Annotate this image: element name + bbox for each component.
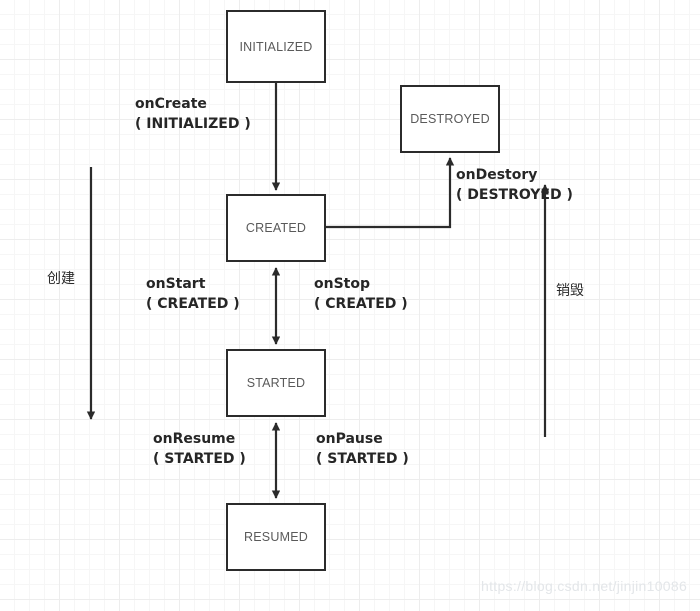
edge-label-on-pause-method: onPause (316, 431, 383, 447)
node-resumed-label: RESUMED (244, 530, 308, 544)
edge-label-on-pause: onPause ( STARTED ) (316, 430, 409, 470)
edge-label-on-stop: onStop ( CREATED ) (314, 275, 408, 315)
node-destroyed-label: DESTROYED (410, 112, 490, 126)
node-initialized-label: INITIALIZED (239, 39, 313, 54)
node-started-label: STARTED (246, 376, 306, 390)
edge-label-on-create-state: ( INITIALIZED ) (135, 115, 251, 132)
edge-label-on-resume: onResume ( STARTED ) (153, 430, 246, 470)
edge-label-on-start-method: onStart (146, 276, 206, 292)
node-destroyed[interactable]: DESTROYED (400, 85, 500, 153)
side-label-destroy: 销毁 (556, 283, 584, 299)
edge-created-to-destroyed (326, 157, 455, 229)
node-initialized[interactable]: INITIALIZED (226, 10, 326, 83)
edge-label-on-resume-state: ( STARTED ) (153, 450, 246, 467)
edge-label-on-pause-state: ( STARTED ) (316, 450, 409, 467)
node-started[interactable]: STARTED (226, 349, 326, 417)
watermark: https://blog.csdn.net/jinjin10086 (481, 578, 688, 594)
edge-label-on-start: onStart ( CREATED ) (146, 275, 240, 315)
side-label-create: 创建 (47, 271, 75, 287)
edge-label-on-destory: onDestory ( DESTROYED ) (456, 166, 573, 206)
edge-label-on-resume-method: onResume (153, 431, 236, 447)
edge-label-on-stop-state: ( CREATED ) (314, 295, 408, 312)
edge-label-on-create-method: onCreate (135, 96, 207, 112)
node-created[interactable]: CREATED (226, 194, 326, 262)
node-created-label: CREATED (245, 221, 307, 235)
edge-label-on-stop-method: onStop (314, 276, 370, 292)
edge-label-on-destory-state: ( DESTROYED ) (456, 186, 573, 203)
edge-label-on-start-state: ( CREATED ) (146, 295, 240, 312)
edge-label-on-create: onCreate ( INITIALIZED ) (135, 95, 251, 135)
node-resumed[interactable]: RESUMED (226, 503, 326, 571)
edge-label-on-destory-method: onDestory (456, 167, 538, 183)
